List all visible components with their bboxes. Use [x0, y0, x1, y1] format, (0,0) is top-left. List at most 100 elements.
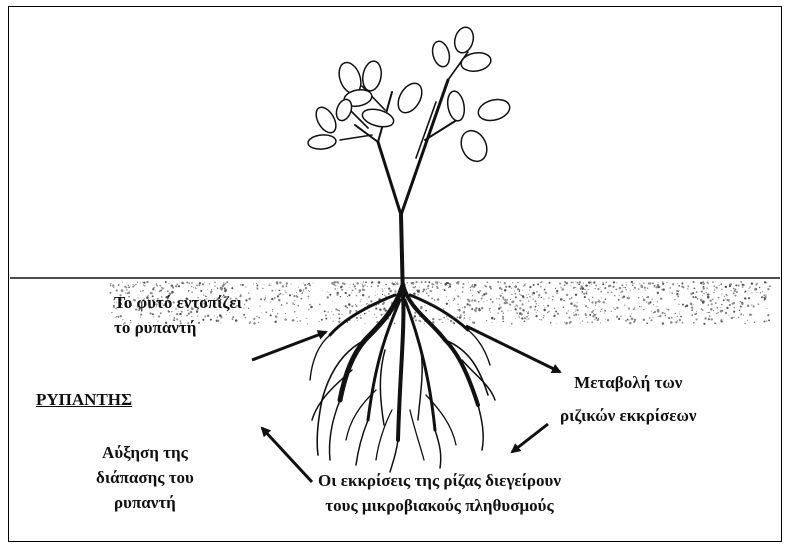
soil-speck [679, 313, 680, 314]
soil-speck [391, 303, 392, 304]
soil-speck [342, 314, 343, 315]
soil-speck [347, 307, 348, 308]
soil-speck [333, 321, 334, 322]
soil-speck [348, 294, 350, 296]
soil-speck [707, 282, 708, 283]
label-increased-degradation: Αύξηση της διάπασης του ρυπαντή [96, 440, 194, 515]
soil-speck [494, 318, 495, 319]
soil-speck [654, 285, 656, 287]
soil-speck [285, 292, 286, 293]
soil-speck [634, 283, 635, 284]
soil-speck [624, 304, 625, 305]
soil-speck [692, 281, 694, 283]
soil-speck [595, 303, 597, 305]
soil-speck [443, 317, 445, 319]
soil-speck [620, 291, 621, 292]
soil-speck [515, 286, 517, 288]
soil-speck [281, 304, 282, 305]
soil-speck [728, 315, 729, 316]
soil-speck [571, 282, 573, 284]
soil-speck [709, 316, 710, 317]
soil-speck [739, 309, 741, 311]
soil-speck [303, 291, 304, 292]
soil-speck [275, 290, 276, 291]
soil-speck [417, 290, 420, 293]
soil-speck [515, 318, 516, 319]
soil-speck [382, 294, 383, 295]
soil-speck [748, 297, 750, 299]
soil-speck [546, 284, 547, 285]
soil-speck [118, 285, 119, 286]
soil-speck [524, 320, 525, 321]
soil-speck [598, 300, 600, 302]
soil-speck [532, 299, 533, 300]
soil-speck [753, 305, 755, 307]
soil-speck [709, 312, 710, 313]
soil-speck [646, 301, 647, 302]
soil-speck [262, 288, 264, 290]
soil-speck [418, 320, 419, 321]
soil-speck [362, 294, 364, 296]
soil-speck [519, 307, 521, 309]
soil-speck [360, 315, 361, 316]
soil-speck [628, 295, 629, 296]
soil-speck [414, 312, 416, 314]
soil-speck [618, 318, 620, 320]
soil-speck [749, 291, 750, 292]
soil-speck [424, 281, 426, 283]
soil-speck [391, 302, 392, 303]
soil-speck [510, 299, 511, 300]
soil-speck [489, 308, 491, 310]
soil-speck [469, 300, 471, 302]
soil-speck [555, 311, 557, 313]
soil-speck [555, 288, 556, 289]
soil-speck [680, 316, 682, 318]
soil-speck [721, 293, 722, 294]
soil-speck [529, 296, 531, 298]
soil-speck [696, 311, 697, 312]
soil-speck [597, 318, 599, 320]
soil-speck [609, 284, 611, 286]
soil-speck [308, 309, 310, 311]
soil-speck [548, 297, 549, 298]
soil-speck [354, 285, 356, 287]
soil-speck [696, 291, 698, 293]
soil-speck [575, 309, 576, 310]
soil-speck [265, 295, 266, 296]
soil-speck [652, 317, 653, 318]
soil-speck [715, 323, 716, 324]
soil-speck [296, 317, 297, 318]
soil-speck [256, 288, 258, 290]
soil-speck [483, 301, 484, 302]
soil-speck [669, 292, 670, 293]
soil-speck [220, 287, 222, 289]
soil-speck [714, 289, 715, 290]
label-exudate-change-line1: Μεταβολή των [560, 370, 697, 395]
soil-speck [675, 321, 677, 323]
soil-speck [348, 303, 351, 306]
soil-speck [592, 310, 594, 312]
soil-speck [286, 302, 288, 304]
soil-speck [261, 312, 262, 313]
soil-speck [156, 285, 158, 287]
soil-speck [710, 300, 712, 302]
soil-speck [733, 311, 735, 313]
soil-speck [329, 294, 331, 296]
soil-speck [711, 303, 713, 305]
soil-speck [449, 285, 451, 287]
soil-speck [582, 320, 583, 321]
soil-speck [302, 292, 303, 293]
soil-speck [584, 289, 585, 290]
soil-speck [368, 311, 369, 312]
soil-speck [355, 304, 356, 305]
soil-speck [604, 310, 606, 312]
soil-speck [175, 285, 177, 287]
soil-speck [679, 311, 680, 312]
soil-speck [645, 290, 646, 291]
soil-speck [589, 314, 591, 316]
soil-speck [538, 294, 540, 296]
soil-speck [490, 298, 492, 300]
soil-speck [669, 287, 671, 289]
soil-speck [560, 298, 563, 301]
soil-speck [612, 286, 614, 288]
